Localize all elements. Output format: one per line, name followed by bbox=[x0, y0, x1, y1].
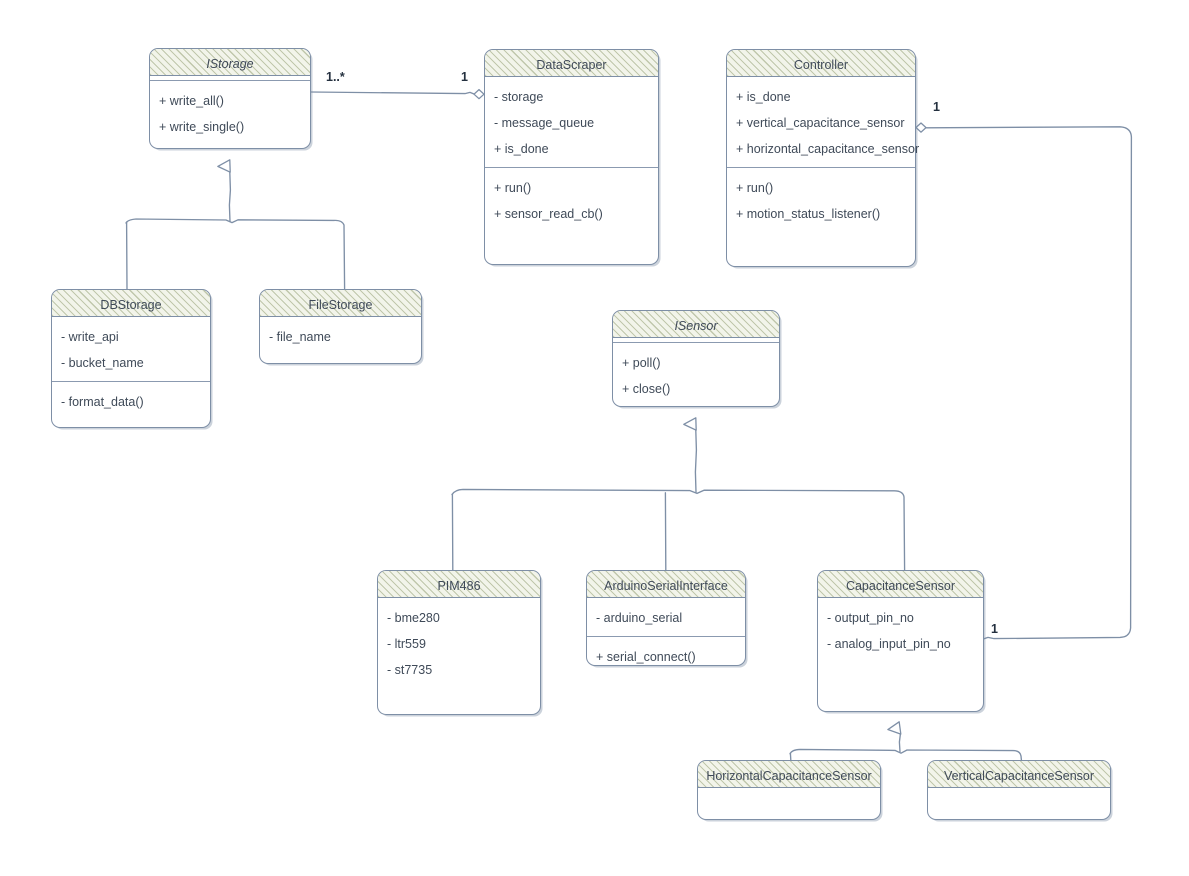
operation-item: + run() bbox=[494, 180, 532, 195]
operation-item: + write_all() bbox=[159, 93, 224, 108]
attributes-compartment-verticalcapacitancesensor bbox=[928, 788, 1110, 792]
attributes-compartment-filestorage: - file_name bbox=[260, 317, 421, 355]
operation-item: + write_single() bbox=[159, 119, 245, 134]
class-header-verticalcapacitancesensor: VerticalCapacitanceSensor bbox=[928, 761, 1110, 788]
class-box-arduinoserialinterface[interactable]: ArduinoSerialInterface - arduino_serial + … bbox=[586, 570, 746, 666]
attributes-compartment-isensor bbox=[613, 338, 779, 343]
attributes-compartment-horizontalcapacitancesensor bbox=[698, 788, 880, 792]
class-header-controller: Controller bbox=[727, 50, 915, 77]
class-header-horizontalcapacitancesensor: HorizontalCapacitanceSensor bbox=[698, 761, 880, 788]
operations-compartment-arduinoserialinterface: + serial_connect() bbox=[587, 637, 745, 670]
class-name-label: CapacitanceSensor bbox=[845, 579, 956, 593]
edge-storage-generalization bbox=[125, 159, 346, 290]
class-header-capacitancesensor: CapacitanceSensor bbox=[818, 571, 983, 598]
class-box-capacitancesensor[interactable]: CapacitanceSensor - output_pin_no - analog… bbox=[817, 570, 984, 712]
operation-item: + close() bbox=[622, 381, 671, 396]
class-box-pim486[interactable]: PIM486 - bme280 - ltr559 - st7735 bbox=[377, 570, 541, 715]
class-name-label: Controller bbox=[793, 58, 849, 72]
attribute-item: + is_done bbox=[736, 89, 791, 104]
class-header-isensor: ISensor bbox=[613, 311, 779, 338]
attribute-item: - message_queue bbox=[494, 115, 595, 130]
operations-compartment-controller: + run() + motion_status_listener() bbox=[727, 168, 915, 227]
operation-item: + motion_status_listener() bbox=[736, 206, 881, 221]
class-name-label: DataScraper bbox=[536, 58, 607, 72]
operation-item: + sensor_read_cb() bbox=[494, 206, 603, 221]
attribute-item: - bme280 bbox=[387, 610, 440, 625]
class-header-datascraper: DataScraper bbox=[485, 50, 658, 77]
class-box-controller[interactable]: Controller + is_done + vertical_capacitanc… bbox=[726, 49, 920, 267]
edge-controller-capacitancesensor bbox=[915, 122, 1133, 640]
class-box-horizontalcapacitancesensor[interactable]: HorizontalCapacitanceSensor bbox=[697, 760, 881, 820]
attribute-item: - output_pin_no bbox=[827, 610, 914, 625]
class-box-datascraper[interactable]: DataScraper - storage - message_queue + is_… bbox=[484, 49, 659, 265]
attribute-item: - st7735 bbox=[387, 662, 433, 677]
attribute-item: + horizontal_capacitance_sensor bbox=[736, 141, 920, 156]
class-header-dbstorage: DBStorage bbox=[52, 290, 210, 317]
operations-compartment-isensor: + poll() + close() bbox=[613, 343, 779, 402]
class-name-label: PIM486 bbox=[437, 579, 481, 593]
attributes-compartment-istorage bbox=[150, 76, 310, 81]
attribute-item: - ltr559 bbox=[387, 636, 426, 651]
multiplicity-label-lbl-controller-mult: 1 bbox=[933, 100, 940, 114]
edge-istorage-datascraper bbox=[310, 88, 485, 100]
class-header-pim486: PIM486 bbox=[378, 571, 540, 598]
class-name-label: HorizontalCapacitanceSensor bbox=[706, 769, 872, 783]
operation-item: + run() bbox=[736, 180, 774, 195]
class-box-filestorage[interactable]: FileStorage - file_name bbox=[259, 289, 422, 364]
class-box-verticalcapacitancesensor[interactable]: VerticalCapacitanceSensor bbox=[927, 760, 1111, 820]
edge-sensor-generalization bbox=[451, 417, 906, 571]
attributes-compartment-controller: + is_done + vertical_capacitance_sensor + … bbox=[727, 77, 920, 168]
attributes-compartment-datascraper: - storage - message_queue + is_done bbox=[485, 77, 658, 168]
multiplicity-label-lbl-istorage-mult: 1..* bbox=[326, 70, 345, 84]
class-name-label: FileStorage bbox=[308, 298, 373, 312]
attribute-item: - file_name bbox=[269, 329, 331, 344]
operation-item: + serial_connect() bbox=[596, 649, 696, 664]
class-box-istorage[interactable]: IStorage + write_all() + write_single() bbox=[149, 48, 311, 149]
operations-compartment-dbstorage: - format_data() bbox=[52, 382, 210, 415]
operation-item: - format_data() bbox=[61, 394, 144, 409]
class-header-istorage: IStorage bbox=[150, 49, 310, 76]
attributes-compartment-arduinoserialinterface: - arduino_serial bbox=[587, 598, 745, 637]
operation-item: + poll() bbox=[622, 355, 661, 370]
edge-capacitance-generalization bbox=[789, 721, 1023, 761]
class-name-label: IStorage bbox=[206, 57, 254, 71]
attributes-compartment-pim486: - bme280 - ltr559 - st7735 bbox=[378, 598, 540, 688]
attributes-compartment-capacitancesensor: - output_pin_no - analog_input_pin_no bbox=[818, 598, 983, 662]
attribute-item: - analog_input_pin_no bbox=[827, 636, 951, 651]
operations-compartment-datascraper: + run() + sensor_read_cb() bbox=[485, 168, 658, 227]
class-name-label: ArduinoSerialInterface bbox=[604, 579, 728, 593]
multiplicity-label-lbl-datascraper-mult: 1 bbox=[461, 70, 468, 84]
class-header-arduinoserialinterface: ArduinoSerialInterface bbox=[587, 571, 745, 598]
attribute-item: - bucket_name bbox=[61, 355, 144, 370]
class-header-filestorage: FileStorage bbox=[260, 290, 421, 317]
attribute-item: + vertical_capacitance_sensor bbox=[736, 115, 905, 130]
attribute-item: - write_api bbox=[61, 329, 119, 344]
class-name-label: ISensor bbox=[674, 319, 718, 333]
class-box-isensor[interactable]: ISensor + poll() + close() bbox=[612, 310, 780, 407]
class-name-label: VerticalCapacitanceSensor bbox=[943, 769, 1095, 783]
attribute-item: + is_done bbox=[494, 141, 549, 156]
attribute-item: - arduino_serial bbox=[596, 610, 683, 625]
class-name-label: DBStorage bbox=[100, 298, 162, 312]
attribute-item: - storage bbox=[494, 89, 544, 104]
attributes-compartment-dbstorage: - write_api - bucket_name bbox=[52, 317, 210, 382]
multiplicity-label-lbl-capsensor-mult: 1 bbox=[991, 622, 998, 636]
class-box-dbstorage[interactable]: DBStorage - write_api - bucket_name - forma… bbox=[51, 289, 211, 428]
operations-compartment-istorage: + write_all() + write_single() bbox=[150, 81, 310, 140]
